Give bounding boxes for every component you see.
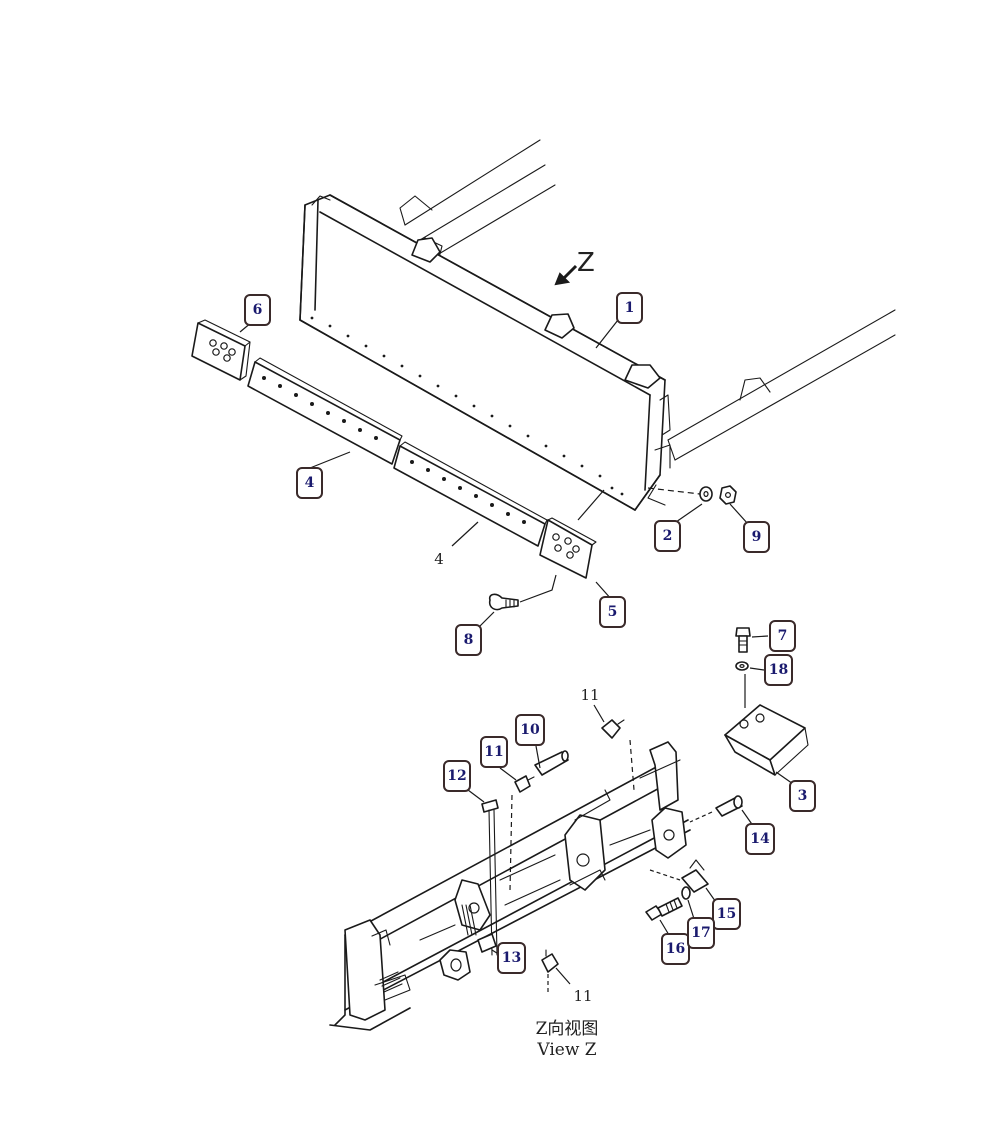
- callout-4: 4: [296, 467, 323, 499]
- callout-9: 9: [743, 521, 770, 553]
- label-part-11-bottom: 11: [573, 987, 592, 1005]
- callout-3: 3: [789, 780, 816, 812]
- bracket-3: [724, 704, 809, 787]
- callout-11: 11: [480, 736, 508, 768]
- svg-text:3: 3: [798, 788, 808, 804]
- grease-fitting-11-top: [593, 704, 635, 791]
- svg-text:11: 11: [484, 744, 503, 760]
- svg-text:12: 12: [447, 768, 466, 784]
- svg-text:14: 14: [750, 831, 770, 847]
- callout-6: 6: [244, 294, 271, 326]
- svg-text:2: 2: [663, 528, 673, 544]
- bushing-14: [689, 795, 757, 831]
- grease-fitting-11-mid: [499, 767, 535, 891]
- cutting-edge-right: [393, 441, 548, 547]
- end-bit-left: [191, 319, 251, 381]
- callout-13: 13: [497, 942, 526, 974]
- blade-rear-view: [329, 741, 691, 1031]
- bolt-8: [488, 574, 557, 611]
- svg-text:18: 18: [769, 662, 788, 678]
- bolt-16: [645, 897, 683, 941]
- callout-17: 17: [687, 917, 715, 949]
- view-caption-english: View Z: [536, 1040, 596, 1060]
- callout-7: 7: [769, 620, 796, 652]
- pin-10: [534, 745, 569, 776]
- svg-text:4: 4: [305, 475, 315, 491]
- callout-15: 15: [712, 898, 741, 930]
- callout-16: 16: [661, 933, 690, 965]
- view-z-arrow: Z: [554, 248, 595, 286]
- callout-5: 5: [599, 596, 626, 628]
- svg-text:9: 9: [752, 529, 762, 545]
- callout-14: 14: [745, 823, 775, 855]
- blade-moldboard: [299, 194, 671, 511]
- svg-text:7: 7: [778, 628, 788, 644]
- callout-10: 10: [515, 714, 545, 746]
- bushing-13: [477, 933, 501, 956]
- svg-text:17: 17: [691, 925, 710, 941]
- svg-text:1: 1: [625, 300, 635, 316]
- svg-text:8: 8: [464, 632, 474, 648]
- svg-text:6: 6: [253, 302, 263, 318]
- svg-text:5: 5: [608, 604, 618, 620]
- callout-1: 1: [616, 292, 643, 324]
- push-arm-right: [667, 309, 896, 461]
- callout-2: 2: [654, 520, 681, 552]
- cutting-edge-left: [247, 357, 403, 465]
- label-part-11-top: 11: [580, 686, 599, 704]
- blade-edge-bolt-holes: [310, 316, 624, 496]
- svg-text:16: 16: [666, 941, 685, 957]
- bolt-7-washer-18: [735, 627, 769, 708]
- callout-8: 8: [455, 624, 482, 656]
- svg-text:15: 15: [717, 906, 736, 922]
- view-caption-chinese: Z向视图: [536, 1019, 599, 1039]
- end-bit-right: [539, 517, 597, 579]
- label-part-4-secondary: 4: [434, 550, 444, 568]
- svg-text:13: 13: [502, 950, 521, 966]
- washer-and-nut: [647, 484, 737, 506]
- svg-text:10: 10: [520, 722, 540, 738]
- view-z-letter: Z: [577, 248, 595, 278]
- callout-12: 12: [443, 760, 471, 792]
- grease-fitting-11-bottom: [541, 949, 571, 995]
- bolt-12: [467, 789, 499, 956]
- callout-18: 18: [764, 654, 793, 686]
